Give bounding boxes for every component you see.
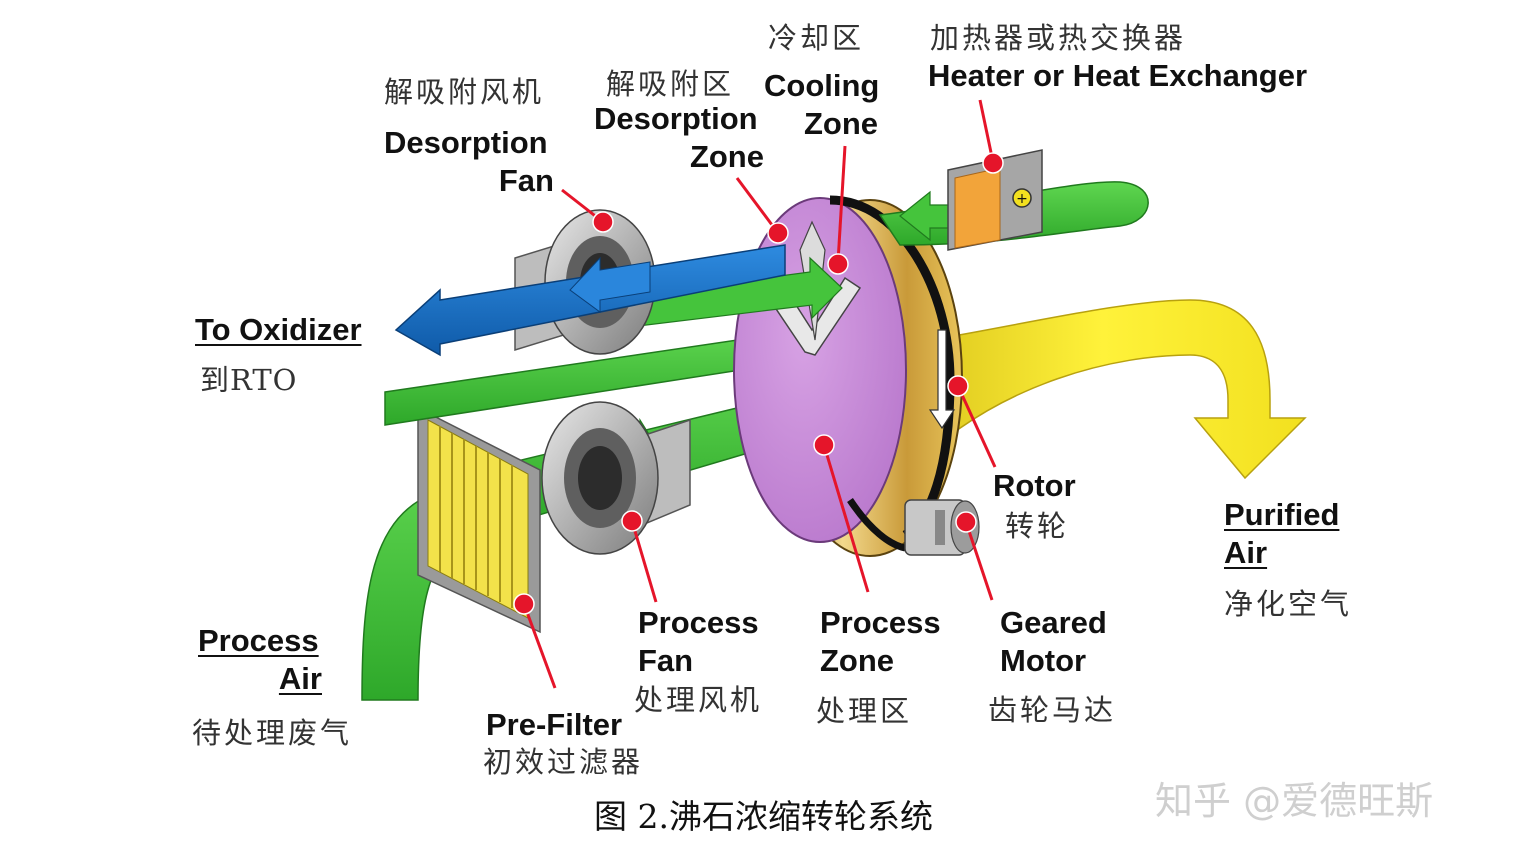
process-fan-label-en2: Fan	[638, 643, 694, 678]
geared-motor-label-en2: Motor	[1000, 643, 1087, 678]
svg-text:+: +	[1016, 191, 1028, 207]
process-fan-label-cn: 处理风机	[634, 683, 763, 717]
rotation-arrow	[928, 329, 956, 430]
pointer-dots	[513, 152, 1004, 615]
process-zone-label-cn: 处理区	[816, 694, 913, 728]
process-air-label-en2: Air	[278, 661, 322, 696]
heater-terminal	[1012, 188, 1032, 208]
cooling-zone-label-cn: 冷却区	[768, 21, 865, 55]
to-oxidizer-label-en: To Oxidizer	[195, 312, 362, 347]
heater-label-en: Heater or Heat Exchanger	[928, 58, 1308, 93]
to-oxidizer-label-cn: 到RTO	[200, 363, 298, 397]
purified-air-label-cn: 净化空气	[1224, 587, 1353, 621]
process-air-label-en1: Process	[198, 623, 319, 658]
pre-filter-label-cn: 初效过滤器	[483, 745, 644, 779]
purified-air-label-en1: Purified	[1224, 497, 1340, 532]
process-fan-label-en1: Process	[638, 605, 759, 640]
desorption-zone-label-en2: Zone	[689, 139, 764, 174]
heater-coil	[954, 167, 1001, 249]
desorption-fan-label-en1: Desorption	[384, 125, 548, 160]
geared-motor-label-cn: 齿轮马达	[988, 693, 1117, 727]
process-air-label-cn: 待处理废气	[192, 716, 353, 750]
desorption-fan-label-en2: Fan	[498, 163, 554, 198]
cooling-zone-label-en2: Zone	[804, 106, 879, 141]
pointer-lines	[522, 99, 997, 689]
geared-motor-label-en1: Geared	[1000, 605, 1107, 640]
desorption-zone-label-cn: 解吸附区	[606, 67, 735, 101]
process-zone-label-en2: Zone	[820, 643, 895, 678]
rotor-label-en: Rotor	[993, 468, 1076, 503]
process-zone-label-en1: Process	[820, 605, 941, 640]
watermark: 知乎 @爱德旺斯	[1155, 779, 1434, 823]
desorption-fan-label-cn: 解吸附风机	[384, 75, 545, 109]
desorption-zone-label-en1: Desorption	[594, 101, 758, 136]
figure-caption: 图 2.沸石浓缩转轮系统	[594, 797, 933, 836]
cooling-zone-label-en1: Cooling	[764, 68, 880, 103]
purified-air-label-en2: Air	[1224, 535, 1268, 570]
rotor-label-cn: 转轮	[1005, 509, 1070, 543]
pre-filter-label-en: Pre-Filter	[486, 707, 623, 742]
heater-label-cn: 加热器或热交换器	[930, 21, 1187, 55]
purified-air-arrow	[899, 299, 1307, 480]
